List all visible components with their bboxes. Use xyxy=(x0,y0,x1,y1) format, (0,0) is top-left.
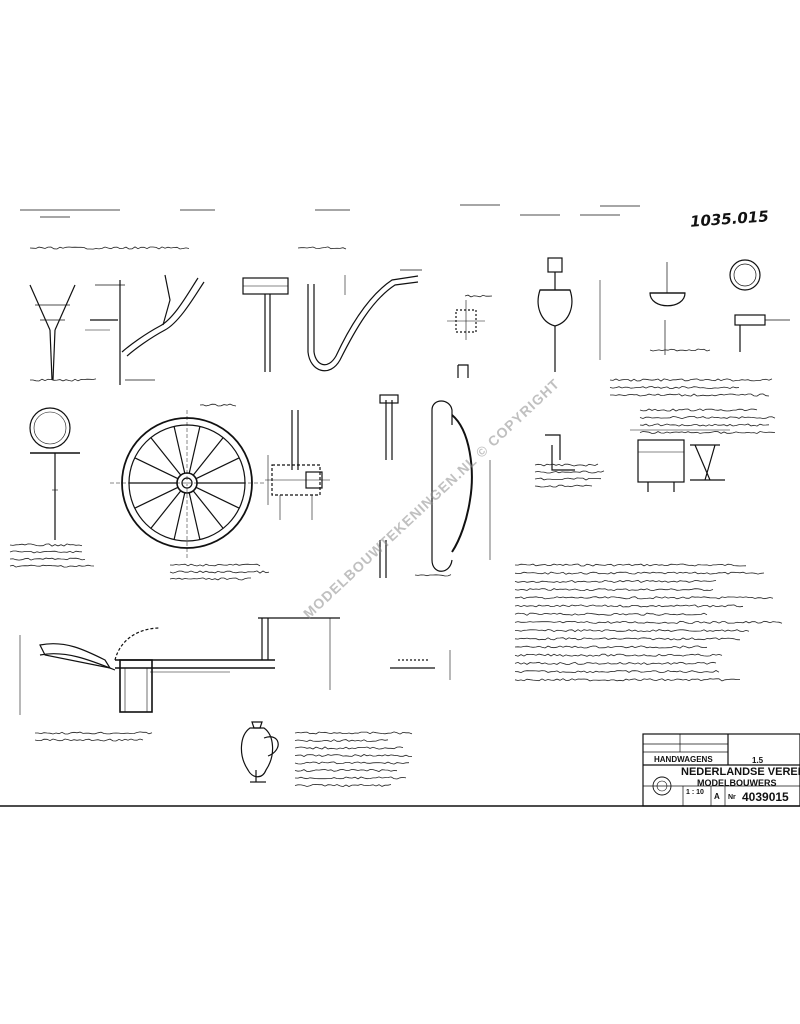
handwritten-note-line xyxy=(29,246,190,250)
handwritten-note-line xyxy=(514,653,723,657)
handwritten-note-line xyxy=(9,557,86,561)
handwritten-note-line xyxy=(34,738,144,742)
handwritten-note-line xyxy=(639,423,770,427)
title-block-organisation-line2: MODELBOUWERS xyxy=(697,778,777,788)
handwritten-note-line xyxy=(514,620,783,624)
chain-hook-detail xyxy=(379,394,491,578)
handwritten-note-line xyxy=(609,386,740,390)
handwritten-note-line xyxy=(35,731,153,735)
handwritten-note-line xyxy=(610,393,770,397)
cart-side-view xyxy=(19,617,451,715)
handwritten-note-line xyxy=(514,588,714,592)
handwritten-note-line xyxy=(294,768,398,772)
handwritten-note-line xyxy=(609,378,773,382)
handwritten-note-line xyxy=(297,246,347,250)
handwritten-note-line xyxy=(294,739,389,742)
wheel-spoke xyxy=(134,486,179,509)
handwritten-note-line xyxy=(514,571,765,575)
wheel-spoke xyxy=(192,437,224,476)
handwritten-note-line xyxy=(294,746,404,750)
handwritten-note-line xyxy=(649,348,711,352)
handwritten-note-line xyxy=(414,574,452,577)
bucket-detail xyxy=(537,257,790,372)
handwritten-note-line xyxy=(169,563,261,567)
handwritten-note-line xyxy=(199,403,237,407)
title-block-organisation-line1: NEDERLANDSE VERENIGING xyxy=(681,766,800,778)
handwritten-note-line xyxy=(514,596,774,600)
wheel-spoke xyxy=(188,492,201,540)
handwritten-notes xyxy=(9,246,783,788)
handwritten-note-line xyxy=(464,294,493,298)
handwritten-note-line xyxy=(9,564,95,568)
title-block-scale: 1 : 10 xyxy=(686,789,704,796)
handwritten-note-line xyxy=(514,612,708,616)
cam-detail xyxy=(447,300,485,378)
title-block-subject: HANDWAGENS xyxy=(654,755,713,764)
wheel-spoke xyxy=(192,490,224,529)
handwritten-note-line xyxy=(515,629,750,633)
handwritten-note-line xyxy=(534,470,605,474)
jug-detail xyxy=(240,721,279,783)
trestle-detail xyxy=(545,429,730,492)
handle-fork-detail xyxy=(29,274,205,385)
wheel-spoke xyxy=(150,437,182,476)
handwritten-note-line xyxy=(9,550,83,554)
handwritten-note-line xyxy=(514,604,744,608)
handwritten-note-line xyxy=(169,570,270,574)
axle-rod-detail xyxy=(242,269,422,372)
handwritten-note-line xyxy=(514,579,717,583)
wheel-spoke xyxy=(150,490,182,529)
wheel-spoke xyxy=(188,426,201,474)
spoked-wheel xyxy=(110,410,265,560)
wheel-spoke xyxy=(173,492,186,540)
wheel-spoke xyxy=(195,486,240,509)
handwritten-note-line xyxy=(30,378,97,382)
handwritten-note-line xyxy=(514,637,741,641)
hub-section xyxy=(265,410,330,520)
handwritten-note-line xyxy=(514,678,741,682)
handwritten-note-line xyxy=(639,408,758,412)
handwritten-note-line xyxy=(534,477,602,481)
handwritten-note-line xyxy=(534,484,593,488)
title-block-number: 4039015 xyxy=(742,790,789,804)
wheel-spoke xyxy=(134,457,179,480)
handwritten-note-line xyxy=(9,543,83,547)
title-block-label-nr: Nr xyxy=(728,794,736,801)
handwritten-note-line xyxy=(294,754,413,757)
title-block-label-a: A xyxy=(714,792,720,801)
handwritten-note-line xyxy=(169,577,251,581)
handwritten-note-line xyxy=(639,431,776,434)
handwritten-note-line xyxy=(294,783,392,788)
handwritten-note-line xyxy=(294,761,410,765)
handwritten-note-line xyxy=(514,661,717,665)
title-block-sheet-code: 1.5 xyxy=(752,756,764,765)
handwritten-note-line xyxy=(514,563,747,567)
ring-detail xyxy=(29,407,80,540)
title-block xyxy=(642,733,800,807)
handwritten-note-line xyxy=(534,463,599,467)
wheel-spoke xyxy=(195,457,240,480)
handwritten-note-line xyxy=(514,670,720,674)
handwritten-note-line xyxy=(294,731,413,735)
handwritten-note-line xyxy=(639,416,776,420)
handwritten-note-line xyxy=(514,645,708,649)
wheel-spoke xyxy=(173,426,186,474)
handwritten-note-line xyxy=(294,776,407,780)
